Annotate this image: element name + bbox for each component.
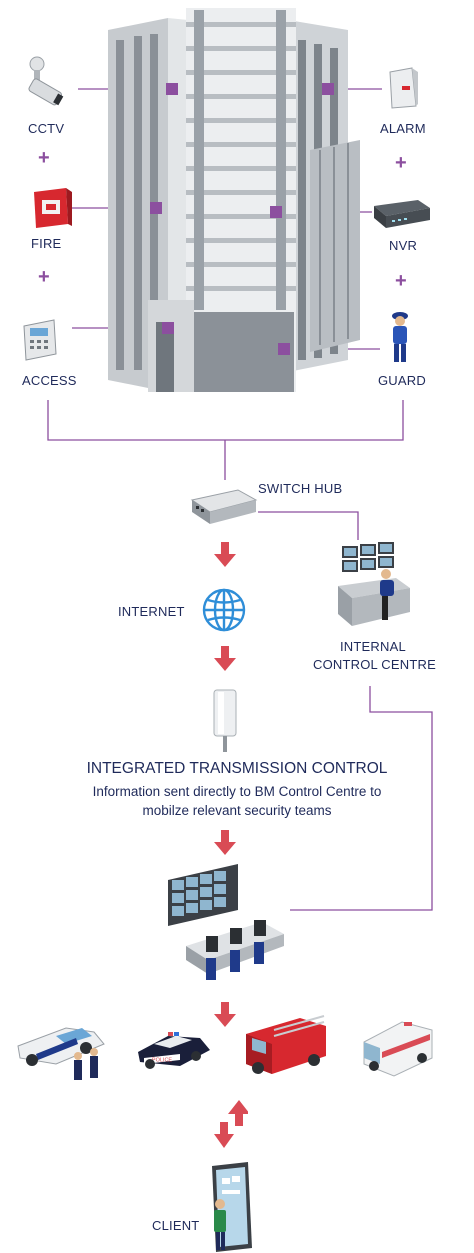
switch-hub-icon [190,489,258,524]
access-node [162,322,174,334]
plus-sign: + [38,266,50,288]
ambulance-icon [363,1021,433,1077]
nvr-node [270,206,282,218]
internal-control-label-line1: INTERNAL [340,639,406,654]
fire-label: FIRE [31,236,62,251]
guard-node [278,343,290,355]
two-way-arrow-icon [214,1100,248,1148]
alarm-node [322,83,334,95]
plus-sign: + [395,270,407,292]
arrow-down-icon [214,830,236,855]
alarm-label: ALARM [380,121,426,136]
arrow-down-icon [214,542,236,567]
switch-hub-label: SWITCH HUB [258,481,343,496]
security-guard-icon [392,312,408,362]
globe-icon [202,588,246,632]
cctv-label: CCTV [28,121,65,136]
police-car-icon: POLICE [138,1032,210,1069]
nvr-label: NVR [389,238,418,253]
client-touchscreen-icon [212,1162,252,1252]
fire-alarm-icon [34,188,72,228]
arrow-down-icon [214,646,236,671]
internal-control-centre-icon [338,542,410,626]
fire-node [150,202,162,214]
bm-control-centre-icon [168,864,284,980]
cctv-node [166,83,178,95]
plus-sign: + [38,147,50,169]
alarm-panel-icon [389,67,418,109]
office-building [108,8,360,392]
plus-sign: + [395,152,407,174]
client-label: CLIENT [152,1218,200,1233]
access-label: ACCESS [22,373,77,388]
transmission-line1: Information sent directly to BM Control … [92,784,382,799]
security-patrol-truck-icon [17,1027,105,1080]
access-keypad-icon [23,319,57,361]
internet-label: INTERNET [118,604,185,619]
internal-control-label-line2: CONTROL CENTRE [313,657,436,672]
transmission-line2: mobilze relevant security teams [142,803,332,818]
cctv-camera-icon [28,56,64,106]
fire-truck-icon [246,1015,326,1074]
transmission-title: INTEGRATED TRANSMISSION CONTROL [86,760,388,777]
guard-label: GUARD [378,373,426,388]
nvr-recorder-icon [374,200,430,228]
arrow-down-icon [214,1002,236,1027]
police-text: POLICE [152,1058,173,1064]
transmitter-antenna-icon [213,689,237,752]
